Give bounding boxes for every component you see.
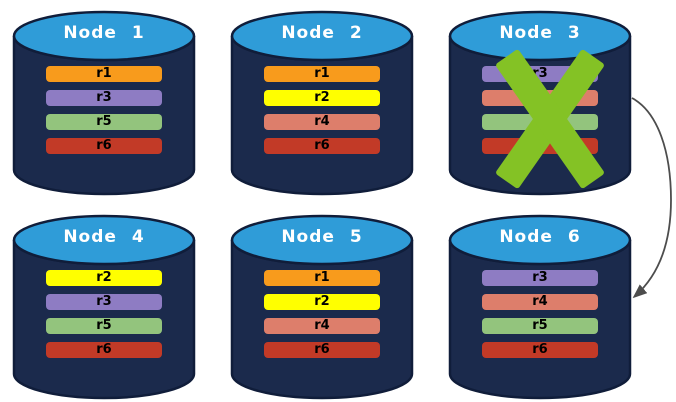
node-6: Node 6 r3 r4 r5 r6 — [448, 214, 632, 400]
replica-bar-r6: r6 — [46, 342, 162, 358]
replica-bar-r3: r3 — [482, 270, 598, 286]
replica-label: r6 — [96, 138, 112, 153]
replica-bar-r6: r6 — [46, 138, 162, 154]
replica-bar-r5: r5 — [46, 318, 162, 334]
node-2: Node 2 r1 r2 r4 r6 — [230, 10, 414, 196]
node-5: Node 5 r1 r2 r4 r6 — [230, 214, 414, 400]
node-title: Node 5 — [281, 227, 363, 247]
replica-list: r2 r3 r5 r6 — [46, 270, 162, 366]
replica-bar-r4: r4 — [482, 294, 598, 310]
replica-bar-r3: r3 — [46, 90, 162, 106]
replica-label: r1 — [314, 270, 330, 285]
replica-label: r3 — [96, 294, 112, 309]
replica-list: r1 r2 r4 r6 — [264, 270, 380, 366]
replica-label: r1 — [314, 66, 330, 81]
replica-label: r3 — [532, 270, 548, 285]
replica-label: r3 — [96, 90, 112, 105]
node-title: Node 2 — [281, 23, 363, 43]
node-title: Node 4 — [63, 227, 145, 247]
replica-label: r2 — [96, 270, 112, 285]
replica-label: r5 — [96, 114, 112, 129]
cylinder-top — [12, 214, 196, 266]
node-title: Node 1 — [63, 23, 145, 43]
replica-bar-r2: r2 — [264, 294, 380, 310]
replica-bar-r2: r2 — [46, 270, 162, 286]
cylinder-top — [230, 10, 414, 62]
replica-bar-r2: r2 — [264, 90, 380, 106]
replica-label: r4 — [532, 294, 548, 309]
replica-label: r5 — [532, 318, 548, 333]
cylinder-top — [448, 214, 632, 266]
node-title: Node 6 — [499, 227, 581, 247]
cylinder-top — [448, 10, 632, 62]
replica-list: r1 r3 r5 r6 — [46, 66, 162, 162]
replica-bar-r5: r5 — [482, 318, 598, 334]
replica-bar-r6: r6 — [482, 342, 598, 358]
replica-bar-r1: r1 — [46, 66, 162, 82]
replica-list: r1 r2 r4 r6 — [264, 66, 380, 162]
failure-x-icon — [494, 48, 606, 190]
replica-bar-r4: r4 — [264, 114, 380, 130]
replica-label: r6 — [532, 342, 548, 357]
replica-bar-r1: r1 — [264, 66, 380, 82]
replica-label: r2 — [314, 294, 330, 309]
cylinder-top — [12, 10, 196, 62]
replica-label: r6 — [314, 138, 330, 153]
cylinder-top — [230, 214, 414, 266]
node-title: Node 3 — [499, 23, 581, 43]
replica-bar-r1: r1 — [264, 270, 380, 286]
replica-bar-r4: r4 — [264, 318, 380, 334]
replica-bar-r6: r6 — [264, 342, 380, 358]
node-1: Node 1 r1 r3 r5 r6 — [12, 10, 196, 196]
replica-bar-r5: r5 — [46, 114, 162, 130]
replica-bar-r6: r6 — [264, 138, 380, 154]
replica-label: r2 — [314, 90, 330, 105]
replica-label: r6 — [314, 342, 330, 357]
replica-label: r4 — [314, 318, 330, 333]
arrow-curve — [631, 97, 672, 299]
replica-label: r1 — [96, 66, 112, 81]
replica-label: r6 — [96, 342, 112, 357]
replica-list: r3 r4 r5 r6 — [482, 270, 598, 366]
node-4: Node 4 r2 r3 r5 r6 — [12, 214, 196, 400]
replica-bar-r3: r3 — [46, 294, 162, 310]
replica-label: r5 — [96, 318, 112, 333]
replica-label: r4 — [314, 114, 330, 129]
